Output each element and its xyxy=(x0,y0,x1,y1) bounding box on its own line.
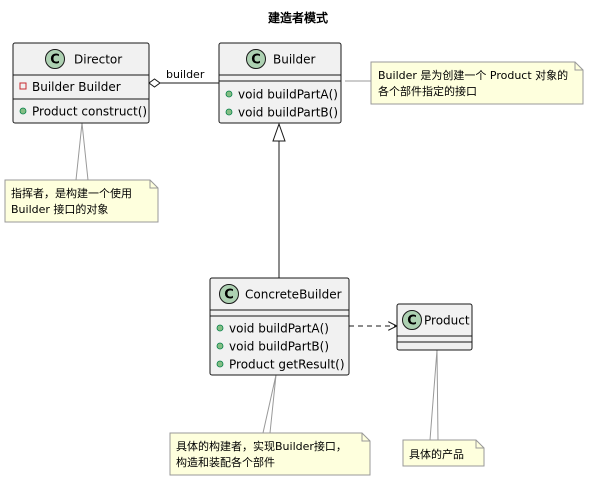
public-marker-icon xyxy=(216,360,224,368)
note-line: 指挥者，是构建一个使用 xyxy=(11,186,132,200)
product-note-connector xyxy=(429,349,439,441)
method: void buildPartB() xyxy=(238,106,338,120)
method: Product getResult() xyxy=(229,358,345,372)
class-stereotype-icon xyxy=(246,49,266,69)
generalization-concrete-builder xyxy=(272,122,286,278)
public-marker-icon xyxy=(19,107,27,115)
note-concrete-builder: 具体的构建者，实现Builder接口， 构造和装配各个部件 xyxy=(169,432,371,476)
private-marker-icon xyxy=(19,82,27,90)
public-marker-icon xyxy=(216,342,224,350)
class-name: Director xyxy=(74,53,122,67)
concrete-note-connector xyxy=(262,374,277,434)
note-line: 各个部件指定的接口 xyxy=(378,84,477,98)
public-marker-icon xyxy=(216,324,224,332)
class-name: ConcreteBuilder xyxy=(245,288,342,302)
note-line: Builder 是为创建一个 Product 对象的 xyxy=(378,68,568,82)
class-product[interactable]: C Product xyxy=(396,303,473,351)
public-marker-icon xyxy=(225,90,233,98)
method: void buildPartA() xyxy=(238,88,338,102)
method: void buildPartB() xyxy=(229,340,329,354)
class-stereotype-icon xyxy=(402,310,422,330)
diagram-title: 建造者模式 xyxy=(267,10,328,25)
aggregation-diamond xyxy=(148,78,161,88)
note-line: Builder 接口的对象 xyxy=(11,202,108,216)
class-builder[interactable]: C Builder void buildPartA() void buildPa… xyxy=(218,42,342,124)
note-line: 具体的产品 xyxy=(409,447,464,461)
attribute: Builder Builder xyxy=(32,80,121,94)
class-director[interactable]: C Director Builder Builder Product const… xyxy=(12,42,150,124)
class-name: Builder xyxy=(273,53,316,67)
stereotype-letter: C xyxy=(50,53,60,68)
note-product: 具体的产品 xyxy=(402,439,485,467)
stereotype-letter: C xyxy=(224,288,234,303)
association-label: builder xyxy=(166,68,205,81)
class-concrete-builder[interactable]: C ConcreteBuilder void buildPartA() void… xyxy=(209,277,350,376)
class-stereotype-icon xyxy=(219,284,239,304)
association-director-builder: builder xyxy=(148,68,219,88)
method: Product construct() xyxy=(32,105,147,119)
note-builder: Builder 是为创建一个 Product 对象的 各个部件指定的接口 xyxy=(370,61,584,105)
method: void buildPartA() xyxy=(229,322,329,336)
note-line: 具体的构建者，实现Builder接口， xyxy=(176,439,347,453)
note-line: 构造和装配各个部件 xyxy=(176,455,275,469)
inheritance-triangle xyxy=(272,122,286,142)
director-note-connector xyxy=(75,122,89,181)
public-marker-icon xyxy=(225,108,233,116)
class-name: Product xyxy=(424,314,470,328)
class-stereotype-icon xyxy=(45,49,65,69)
note-director: 指挥者，是构建一个使用 Builder 接口的对象 xyxy=(4,179,159,223)
stereotype-letter: C xyxy=(251,53,261,68)
stereotype-letter: C xyxy=(407,314,417,329)
